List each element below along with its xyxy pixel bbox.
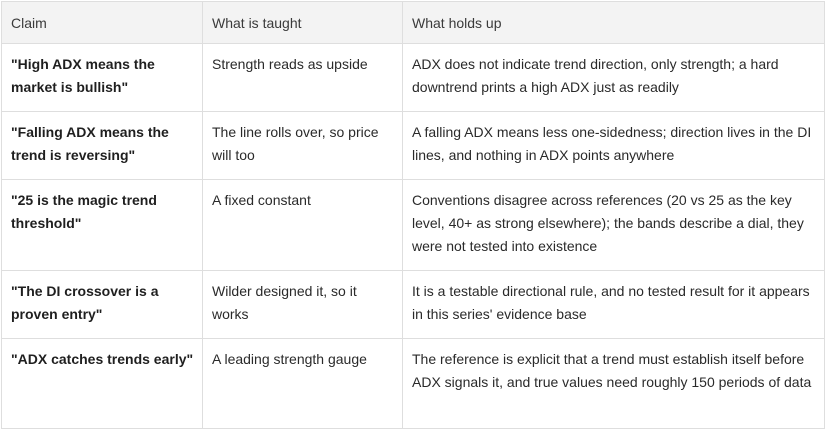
claim-cell: "The DI crossover is a proven entry" bbox=[1, 270, 203, 339]
holds-cell: The reference is explicit that a trend m… bbox=[402, 338, 825, 429]
claim-cell: "25 is the magic trend threshold" bbox=[1, 179, 203, 271]
claim-cell: "Falling ADX means the trend is reversin… bbox=[1, 111, 203, 180]
table-row: "Falling ADX means the trend is reversin… bbox=[1, 111, 825, 180]
claim-cell: "ADX catches trends early" bbox=[1, 338, 203, 429]
table-row: "ADX catches trends early" A leading str… bbox=[1, 338, 825, 429]
holds-cell: It is a testable directional rule, and n… bbox=[402, 270, 825, 339]
holds-cell: ADX does not indicate trend direction, o… bbox=[402, 43, 825, 112]
table-header-row: Claim What is taught What holds up bbox=[1, 1, 825, 44]
header-what-holds-up: What holds up bbox=[402, 1, 825, 44]
taught-cell: Wilder designed it, so it works bbox=[202, 270, 403, 339]
holds-cell: Conventions disagree across references (… bbox=[402, 179, 825, 271]
taught-cell: Strength reads as upside bbox=[202, 43, 403, 112]
taught-cell: The line rolls over, so price will too bbox=[202, 111, 403, 180]
taught-cell: A fixed constant bbox=[202, 179, 403, 271]
table-row: "25 is the magic trend threshold" A fixe… bbox=[1, 179, 825, 271]
holds-cell: A falling ADX means less one-sidedness; … bbox=[402, 111, 825, 180]
table-row: "The DI crossover is a proven entry" Wil… bbox=[1, 270, 825, 339]
header-claim: Claim bbox=[1, 1, 203, 44]
header-what-is-taught: What is taught bbox=[202, 1, 403, 44]
claim-cell: "High ADX means the market is bullish" bbox=[1, 43, 203, 112]
table-row: "High ADX means the market is bullish" S… bbox=[1, 43, 825, 112]
taught-cell: A leading strength gauge bbox=[202, 338, 403, 429]
